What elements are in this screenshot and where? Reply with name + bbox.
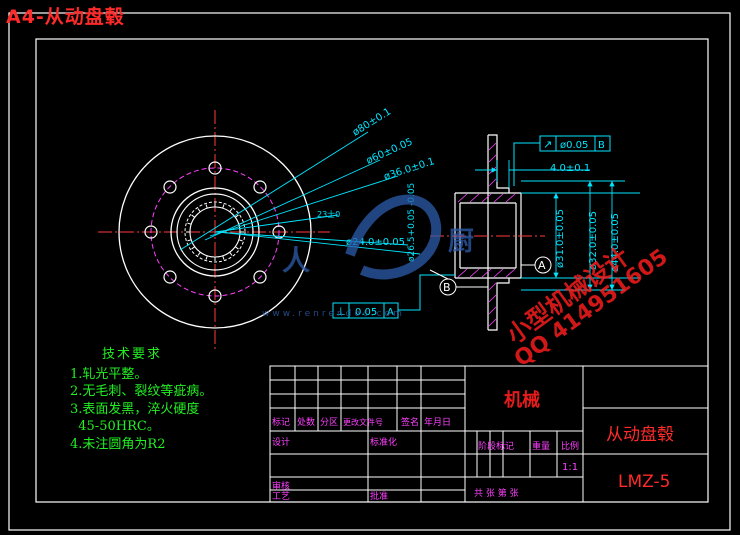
tb-change-doc: 更改文件号: [343, 417, 383, 427]
datum-b: B: [443, 281, 451, 294]
spline-tooth: [238, 239, 243, 242]
tech-item: 3.表面发黑，淬火硬度: [70, 401, 200, 417]
sheet-label: A4-从动盘毂: [6, 6, 125, 28]
dim-angle: 23士0: [317, 209, 340, 219]
outer-frame: [8, 12, 731, 531]
dim-phi26: ø26.5+0.05 -0.05: [407, 183, 417, 262]
dim-width4: 4.0±0.1: [550, 163, 590, 174]
tb-standardize: 标准化: [370, 436, 397, 448]
section-dimensions: [475, 160, 640, 291]
tech-item: 4.未注圆角为R2: [70, 436, 166, 452]
runout-control-frame: [513, 135, 611, 186]
dim-phi44: ø44.0±0.05: [610, 213, 621, 272]
dim-phi60: ø60±0.05: [365, 137, 415, 167]
section-hatching: [457, 142, 516, 327]
drawing-number: LMZ-5: [618, 472, 670, 492]
tb-mark: 标记: [272, 416, 290, 428]
spline-tooth: [222, 255, 225, 260]
watermark-url: www.renrendoc.com: [262, 309, 405, 319]
spline-tooth: [197, 208, 201, 213]
radial-leaders: [179, 131, 421, 255]
svg-text:人: 人: [282, 244, 310, 277]
runout-datum: B: [598, 140, 605, 151]
tech-title: 技术要求: [102, 347, 163, 362]
tb-sign: 签名: [401, 416, 419, 428]
spline-tooth: [205, 255, 208, 260]
spline-tooth: [187, 239, 192, 242]
tb-scale-value: 1:1: [562, 462, 578, 473]
tb-process: 工艺: [272, 491, 290, 502]
datum-markers: [429, 256, 552, 296]
svg-text:㕑: 㕑: [448, 227, 474, 257]
spline-tooth: [229, 208, 233, 213]
spline-tooth: [234, 214, 239, 218]
perpendicular-datum: A: [387, 307, 394, 318]
tb-weight: 重量: [532, 440, 550, 452]
section-view: [454, 134, 522, 331]
tb-sheets: 共 张 第 张: [474, 487, 519, 499]
spline-tooth: [234, 246, 239, 250]
spline-tooth: [187, 222, 192, 225]
tech-item: 1.轧光平整。: [70, 366, 148, 382]
tb-scale-label: 比例: [561, 440, 579, 452]
runout-value: ø0.05: [560, 140, 588, 151]
spline-tooth: [205, 204, 208, 209]
watermark-line3: 机械: [504, 390, 540, 411]
tech-item: 2.无毛刺、裂纹等疵病。: [70, 384, 213, 399]
tb-approve: 批准: [370, 490, 388, 502]
spline-tooth: [222, 204, 225, 209]
title-block-grid: [269, 365, 709, 503]
perpendicular-symbol: ⊥: [336, 305, 346, 318]
spline-tooth: [229, 251, 233, 256]
front-view: [98, 110, 330, 350]
spline-tooth: [191, 214, 196, 218]
datum-a: A: [538, 259, 546, 272]
spline-tooth: [191, 246, 196, 250]
dim-phi24: ø24.0±0.05: [346, 237, 405, 248]
part-name: 从动盘毂: [606, 425, 674, 445]
dim-phi36: ø36.0±0.1: [383, 156, 436, 183]
dim-phi31: ø31.0±0.05: [555, 209, 566, 268]
dim-phi32: ø32.0±0.05: [588, 211, 599, 270]
tb-count: 处数: [297, 416, 315, 428]
tb-stage-mark: 阶段标记: [478, 440, 514, 452]
title-block-texts: 标记 处数 分区 更改文件号 签名 年月日 设计 标准化 阶段标记 重量 比例 …: [272, 416, 579, 502]
dim-phi80: ø80±0.1: [351, 106, 393, 138]
tb-check: 审核: [272, 480, 290, 492]
watermark-logo: 㕑 人: [282, 194, 474, 280]
tech-item: 45-50HRC。: [70, 419, 160, 434]
perpendicular-value: 0.05: [355, 307, 377, 318]
tb-zone: 分区: [320, 417, 338, 428]
spline-tooth: [197, 251, 201, 256]
perpendicular-control-frame: [332, 274, 455, 319]
runout-symbol: ↗: [543, 138, 552, 151]
tb-design: 设计: [272, 436, 290, 448]
technical-requirements: 技术要求 1.轧光平整。 2.无毛刺、裂纹等疵病。 3.表面发黑，淬火硬度 45…: [70, 346, 212, 453]
tb-date: 年月日: [424, 416, 451, 428]
